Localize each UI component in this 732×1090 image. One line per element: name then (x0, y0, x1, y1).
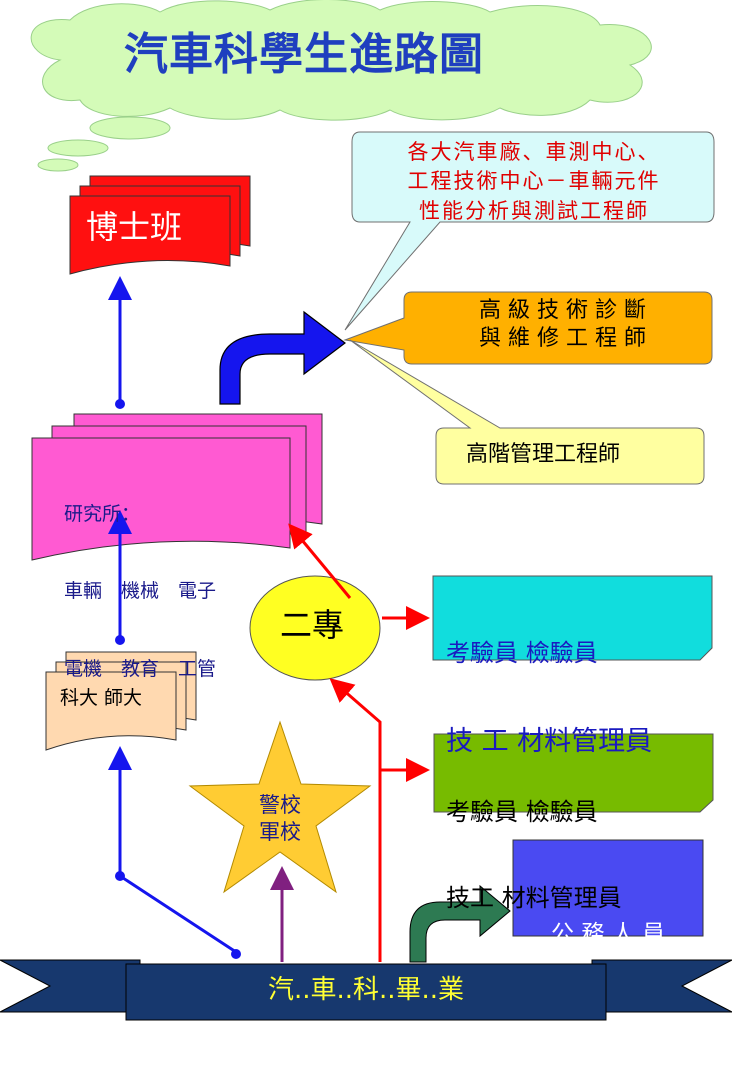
junior-college-ellipse (249, 575, 381, 681)
exam-box-2-line-2: 技工 材料管理員 (446, 883, 622, 912)
career-callout-shape (344, 131, 715, 331)
civil-box-text: 公 務 人 員 特 考 普 考 (513, 848, 703, 1090)
civil-box-shape (512, 839, 704, 937)
grad-box-line-1: 研究所： (64, 502, 141, 525)
phd-label: 博士班 (86, 208, 183, 246)
graduation-banner-text: 汽..車..科..畢..業 (267, 975, 465, 1005)
management-callout-text: 高階管理工程師 (466, 442, 621, 467)
civil-box-line-1: 公 務 人 員 (551, 921, 665, 947)
diagram-canvas (0, 0, 732, 1021)
univ-box-shape (45, 651, 197, 751)
phd-box-shape (69, 175, 251, 275)
univ-label: 科大 師大 (60, 687, 143, 709)
exam-box-2-shape (433, 733, 714, 813)
grad-box-line-2: 車輛 機械 電子 (64, 580, 217, 603)
blue-connector-lines (108, 276, 241, 959)
exam-box-1-line-1: 考驗員 檢驗員 (446, 638, 598, 667)
diagnosis-callout-line-2: 與 維 修 工 程 師 (479, 326, 646, 352)
exam-box-2-text: 考驗員 檢驗員 技工 材料管理員 (446, 740, 622, 942)
career-curved-arrow (219, 310, 346, 405)
military-star-line-1: 警校 (259, 793, 301, 817)
military-star-line-2: 軍校 (259, 820, 301, 845)
military-star-shape (188, 720, 372, 894)
career-callout-text: 各大汽車廠、車測中心、 工程技術中心－車輛元件 性能分析與測試工程師 (364, 138, 704, 226)
exam-box-1-line-2: 技 工 材料管理員 (446, 726, 653, 758)
career-callout-line-1: 各大汽車廠、車測中心、 (407, 140, 661, 164)
exam-box-2-line-1: 考驗員 檢驗員 (446, 797, 598, 826)
diagnosis-callout-shape (343, 291, 713, 365)
civil-curved-arrow (409, 884, 511, 963)
page-title: 汽車科學生進路圖 (124, 29, 484, 80)
graduation-banner-shape (0, 959, 732, 1021)
diagnosis-callout-text: 高 級 技 術 診 斷 與 維 修 工 程 師 (420, 297, 705, 353)
management-callout-shape (349, 339, 705, 485)
exam-box-1-text: 考驗員 檢驗員 技 工 材料管理員 (446, 580, 652, 789)
grad-box-line-3: 電機 教育 工管 (64, 657, 217, 680)
red-connector-lines (288, 523, 430, 962)
title-cloud (30, 0, 652, 172)
military-star-text: 警校 軍校 (250, 792, 310, 847)
grad-box-text: 研究所： 車輛 機械 電子 電機 教育 工管 (64, 450, 216, 708)
career-callout-line-3: 性能分析與測試工程師 (419, 198, 649, 223)
civil-box-line-2: 特 考 普 考 (551, 1024, 665, 1051)
junior-college-label: 二專 (280, 606, 345, 644)
career-callout-line-2: 工程技術中心－車輛元件 (407, 169, 661, 194)
diagnosis-callout-line-1: 高 級 技 術 診 斷 (479, 298, 646, 323)
exam-box-1-shape (432, 575, 713, 661)
